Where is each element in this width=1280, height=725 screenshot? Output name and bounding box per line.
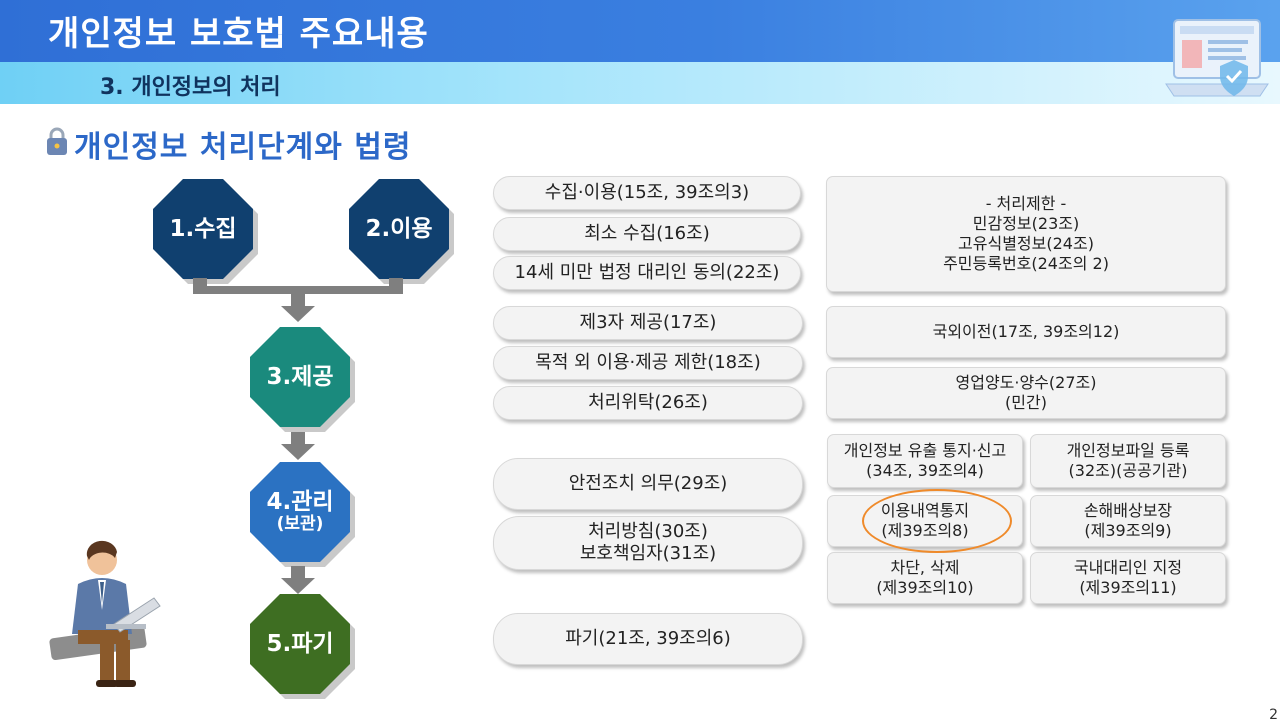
step-manage-label: 4.관리 <box>266 489 334 515</box>
leak-line2: (34조, 39조의4) <box>866 461 984 480</box>
step-destroy: 5.파기 <box>250 594 350 694</box>
arrow-down-icon <box>281 306 315 322</box>
box-block-delete: 차단, 삭제 (제39조의10) <box>827 552 1023 604</box>
box-business-transfer: 영업양도·양수(27조) (민간) <box>826 367 1226 419</box>
connector-stem <box>291 294 305 306</box>
pill-policy-line2: 보호책임자(31조) <box>579 543 717 564</box>
step-collect: 1.수집 <box>153 179 253 279</box>
step-use: 2.이용 <box>349 179 449 279</box>
pill-destroy: 파기(21조, 39조의6) <box>493 613 803 665</box>
restriction-resident-no: 주민등록번호(24조의 2) <box>943 254 1109 273</box>
domestic-agent-line2: (제39조의11) <box>1079 578 1177 597</box>
arrow-down-icon <box>281 578 315 594</box>
step-use-label: 2.이용 <box>365 215 433 242</box>
file-reg-line2: (32조)(공공기관) <box>1068 461 1188 480</box>
pill-collect-use: 수집·이용(15조, 39조의3) <box>493 176 801 210</box>
connector-stem <box>291 566 305 578</box>
box-leak-notice: 개인정보 유출 통지·신고 (34조, 39조의4) <box>827 434 1023 488</box>
arrow-down-icon <box>281 444 315 460</box>
pill-outsourcing: 처리위탁(26조) <box>493 386 803 420</box>
damages-line2: (제39조의9) <box>1084 521 1172 540</box>
box-file-registration: 개인정보파일 등록 (32조)(공공기관) <box>1030 434 1226 488</box>
page-number: 2 <box>1269 707 1278 723</box>
page-title: 개인정보 보호법 주요내용 <box>48 14 429 54</box>
file-reg-line1: 개인정보파일 등록 <box>1066 441 1190 460</box>
box-domestic-agent: 국내대리인 지정 (제39조의11) <box>1030 552 1226 604</box>
pill-under14: 14세 미만 법정 대리인 동의(22조) <box>493 256 801 290</box>
damages-line1: 손해배상보장 <box>1083 501 1173 520</box>
title-banner <box>0 0 1280 62</box>
pill-policy-line1: 처리방침(30조) <box>588 520 708 542</box>
step-collect-label: 1.수집 <box>169 215 237 242</box>
pill-min-collect: 최소 수집(16조) <box>493 217 801 251</box>
transfer-line2: (민간) <box>1005 393 1047 412</box>
box-processing-restriction: - 처리제한 - 민감정보(23조) 고유식별정보(24조) 주민등록번호(24… <box>826 176 1226 292</box>
restriction-unique-id: 고유식별정보(24조) <box>958 234 1094 253</box>
subtitle-banner <box>0 62 1280 104</box>
connector-horizontal <box>193 286 403 294</box>
step-manage-sublabel: (보관) <box>276 514 324 535</box>
box-overseas: 국외이전(17조, 39조의12) <box>826 306 1226 358</box>
step-provide-label: 3.제공 <box>266 363 334 390</box>
pill-third-party: 제3자 제공(17조) <box>493 306 803 340</box>
block-delete-line2: (제39조의10) <box>876 578 974 597</box>
step-manage: 4.관리 (보관) <box>250 462 350 562</box>
person-laptop-illustration <box>49 540 161 687</box>
pill-policy: 처리방침(30조) 보호책임자(31조) <box>493 516 803 570</box>
leak-line1: 개인정보 유출 통지·신고 <box>843 441 1007 460</box>
box-damages: 손해배상보장 (제39조의9) <box>1030 495 1226 547</box>
lock-icon <box>47 127 67 155</box>
highlight-circle <box>862 489 1012 553</box>
block-delete-line1: 차단, 삭제 <box>890 558 960 577</box>
restriction-title: - 처리제한 - <box>985 194 1067 213</box>
step-provide: 3.제공 <box>250 327 350 427</box>
restriction-sensitive: 민감정보(23조) <box>972 214 1080 233</box>
section-heading: 개인정보 처리단계와 법령 <box>74 130 412 165</box>
overseas-label: 국외이전(17조, 39조의12) <box>932 322 1120 341</box>
security-laptop-illustration <box>1165 19 1269 97</box>
step-destroy-label: 5.파기 <box>266 630 334 657</box>
pill-purpose-limit: 목적 외 이용·제공 제한(18조) <box>493 346 803 380</box>
domestic-agent-line1: 국내대리인 지정 <box>1073 558 1183 577</box>
pill-safety: 안전조치 의무(29조) <box>493 458 803 510</box>
transfer-line1: 영업양도·양수(27조) <box>955 373 1097 392</box>
page-subtitle: 3. 개인정보의 처리 <box>100 75 281 100</box>
connector-stem <box>291 432 305 444</box>
